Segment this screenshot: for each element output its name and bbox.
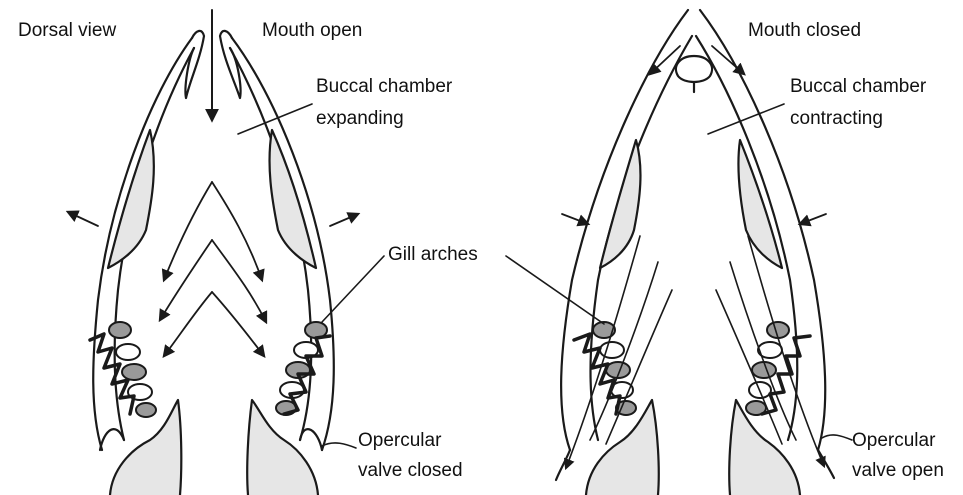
left-arrow-expand-left (68, 212, 98, 226)
buccal-contracting-label-line1: Buccal chamber (790, 74, 926, 99)
left-gray-panel-left (108, 130, 154, 268)
right-arrow-contract-right (800, 214, 826, 224)
left-arrow-flow-6 (212, 292, 264, 356)
dorsal-view-label: Dorsal view (18, 18, 116, 43)
opercular-closed-label-line1: Opercular (358, 428, 441, 453)
gill-arches-label: Gill arches (388, 242, 478, 267)
right-fish-inner-wall-right (696, 36, 797, 440)
leader-gill-arches-left (322, 256, 384, 322)
right-gray-panel-right (738, 140, 782, 268)
left-arrow-flow-3 (160, 240, 212, 320)
leader-buccal-expanding (238, 104, 312, 134)
left-gill-arches-right (276, 322, 330, 415)
mouth-open-label: Mouth open (262, 18, 362, 43)
leader-opercular-open (822, 435, 852, 440)
left-lip-right (220, 31, 241, 98)
right-mouth-bulb (676, 56, 712, 82)
mouth-closed-label: Mouth closed (748, 18, 861, 43)
leader-gill-arches-right (506, 256, 604, 324)
left-arrow-expand-right (330, 214, 358, 226)
buccal-expanding-label-line1: Buccal chamber (316, 74, 452, 99)
left-gill-arches-left (90, 322, 156, 417)
left-opercular-right (300, 429, 322, 450)
buccal-expanding-label-line2: expanding (316, 106, 404, 131)
right-fish-inner-wall-left (591, 36, 693, 440)
left-arrow-flow-4 (212, 240, 266, 322)
left-opercular-left (100, 429, 124, 450)
left-arrow-flow-2 (212, 182, 262, 280)
right-gill-arches-left (574, 322, 636, 415)
right-gray-panel-left (600, 140, 640, 268)
left-arrow-flow-1 (164, 182, 212, 280)
buccal-contracting-label-line2: contracting (790, 106, 883, 131)
opercular-closed-label-line2: valve closed (358, 458, 463, 483)
opercular-open-label-line2: valve open (852, 458, 944, 483)
leader-opercular-closed (322, 443, 356, 448)
right-arrow-contract-left (562, 214, 588, 224)
opercular-open-label-line1: Opercular (852, 428, 935, 453)
right-opercular-right (818, 450, 834, 478)
left-lip-left (185, 31, 204, 98)
leader-buccal-contracting (708, 104, 784, 134)
